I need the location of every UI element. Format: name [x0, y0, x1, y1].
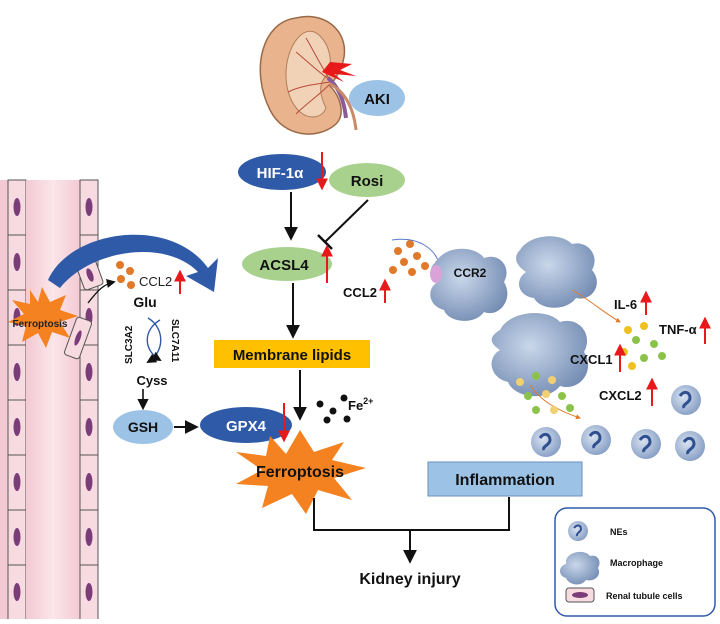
rosi-label: Rosi	[351, 173, 384, 190]
hif1a-label: HIF-1α	[257, 165, 305, 182]
glu-label: Glu	[133, 294, 156, 310]
cxcl1-label: CXCL1	[570, 352, 613, 367]
inflammation-box	[427, 461, 583, 497]
renal-tubule	[0, 179, 99, 621]
ccl2-dots-left	[116, 261, 135, 289]
ccl2-release-arrow	[87, 278, 116, 304]
rosi-node	[329, 163, 405, 197]
macrophage-chemokine-arrow	[529, 384, 581, 420]
slc3a2-label: SLC3A2	[124, 325, 135, 364]
cyss-label: Cyss	[136, 373, 167, 388]
iron-dots	[316, 394, 351, 424]
aki-node	[349, 80, 405, 116]
gsh-label: GSH	[128, 419, 158, 435]
curved-blue-arrow	[48, 234, 218, 292]
kidney-injury-label: Kidney injury	[359, 571, 460, 588]
acsl4-node	[242, 247, 332, 281]
legend-macrophage-icon	[560, 551, 600, 585]
gpx4-label: GPX4	[226, 418, 267, 435]
ccl2-mid-label: CCL2	[343, 285, 377, 300]
rosi-inhibition-line	[324, 199, 369, 243]
chemokine-dots-lower	[516, 372, 574, 414]
ccr2-label: CCR2	[454, 266, 487, 280]
macrophage-upper	[516, 236, 597, 308]
il6-label: IL-6	[614, 297, 637, 312]
membrane-lipids-label: Membrane lipids	[233, 347, 351, 364]
hif1a-node	[238, 154, 326, 190]
ccl2-dots-mid	[389, 240, 429, 276]
tnfa-label: TNF-α	[659, 322, 697, 337]
macrophage-ccr2	[430, 248, 508, 321]
kidney-illustration	[259, 15, 358, 135]
ferroptosis-cell-label: Ferroptosis	[12, 319, 67, 330]
converge-lines	[313, 497, 510, 531]
gsh-node	[113, 410, 173, 444]
legend-nes-label: NEs	[610, 527, 628, 537]
aki-label: AKI	[364, 91, 390, 108]
macrophage-lower	[491, 312, 589, 397]
gpx4-node	[200, 407, 292, 443]
legend-renal-label: Renal tubule cells	[606, 591, 683, 601]
membrane-lipids-box	[214, 340, 370, 368]
ccr2-receptor	[430, 265, 442, 283]
cxcl2-label: CXCL2	[599, 388, 642, 403]
slc7a11-label: SLC7A11	[169, 319, 180, 363]
ferroptosis-label: Ferroptosis	[256, 464, 344, 481]
fe-label: Fe2+	[348, 396, 373, 413]
ferroptosis-burst	[236, 430, 366, 514]
legend-ne-icon	[568, 521, 588, 541]
acsl4-label: ACSL4	[259, 257, 309, 274]
ccl2-left-label: CCL2	[139, 274, 172, 289]
transporter-arrow-left	[146, 319, 162, 361]
macrophage-cytokine-arrow	[571, 289, 621, 323]
neutrophils	[531, 385, 705, 461]
inflammation-label: Inflammation	[455, 472, 555, 489]
legend-macrophage-label: Macrophage	[610, 558, 663, 568]
legend: NEs Macrophage Renal tubule cells	[554, 507, 716, 617]
ferroptosis-cell-burst	[8, 287, 78, 348]
cytokine-dots-upper	[620, 322, 666, 370]
